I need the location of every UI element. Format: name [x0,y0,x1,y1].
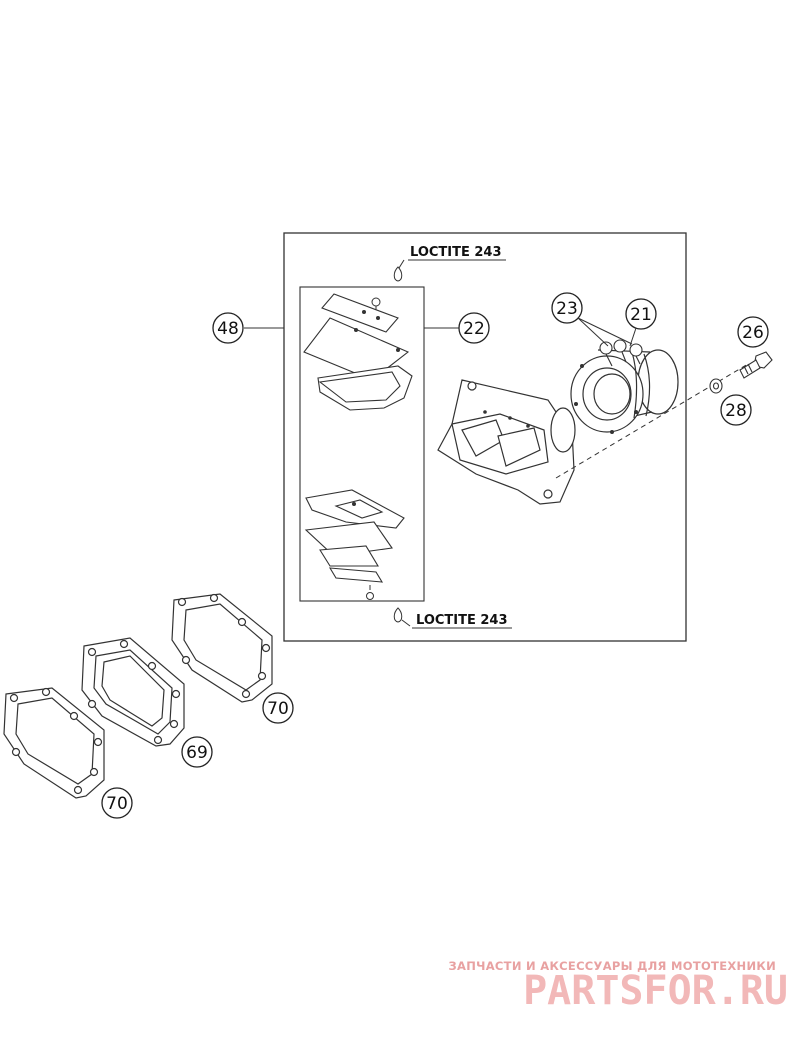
callout-48: 48 [212,312,244,344]
reed-valve-housing [437,379,576,505]
callout-48-label: 48 [217,319,239,339]
assembly-centerline [555,363,749,479]
callout-22-label: 22 [463,319,485,339]
callout-28: 28 [720,394,752,426]
callout-70-upper-label: 70 [267,699,289,719]
reed-kit-frame [299,286,425,602]
watermark: ЗАПЧАСТИ И АКСЕССУАРЫ ДЛЯ МОТОТЕХНИКИ PA… [449,959,788,1014]
callout-26: 26 [737,316,769,348]
loctite-note-top: LOCTITE 243 [393,245,506,282]
bolt-26 [739,351,773,379]
loctite-note-bottom: LOCTITE 243 [393,607,512,629]
reed-petals-lower [304,489,405,583]
callout-69: 69 [181,736,213,768]
callout-69-label: 69 [186,743,208,763]
callout-21-label: 21 [630,305,652,325]
callout-23-label: 23 [556,299,578,319]
washer-28 [709,378,723,394]
watermark-brand: PARTSFOR.RU [523,968,788,1014]
reed-plate-upper [303,293,413,411]
callout-70-lower-label: 70 [106,794,128,814]
hose-clamps [599,339,643,367]
spacer-69 [81,637,185,747]
callout-28-label: 28 [725,401,747,421]
reed-screw-bottom [366,585,374,600]
gasket-lower [3,687,105,799]
callout-26-label: 26 [742,323,764,343]
callout-21: 21 [625,298,657,347]
loctite-drop-top-icon [393,266,403,282]
intake-boot [570,349,679,434]
loctite-bottom-label: LOCTITE 243 [416,613,508,628]
assembly-frame [283,232,687,642]
callout-22: 22 [458,312,490,344]
loctite-top-label: LOCTITE 243 [410,245,502,260]
callout-70-upper: 70 [262,692,294,724]
gasket-upper [171,593,273,703]
callout-70-lower: 70 [101,787,133,819]
loctite-drop-bottom-icon [393,607,403,623]
watermark-tagline: ЗАПЧАСТИ И АКСЕССУАРЫ ДЛЯ МОТОТЕХНИКИ [449,959,776,973]
callout-23: 23 [551,292,633,347]
